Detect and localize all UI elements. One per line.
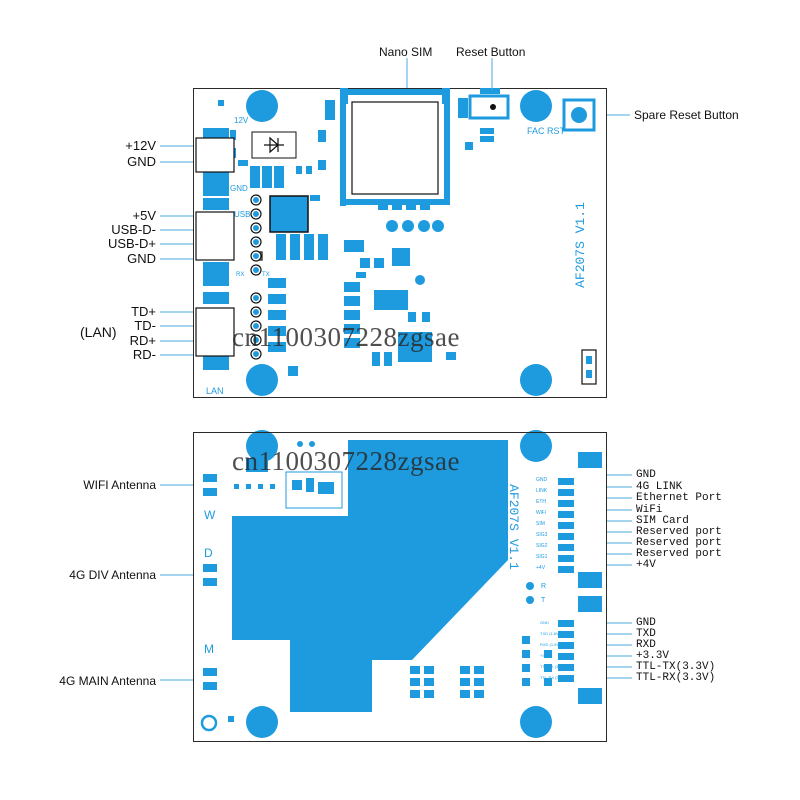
silk-lan: LAN [206, 386, 224, 396]
watermark-top: cn1100307228zgsae [232, 322, 460, 352]
led-silk: ETH [536, 499, 546, 505]
led-label-reserved-1: Reserved port [636, 526, 722, 538]
led-label-4g-link: 4G LINK [636, 481, 683, 493]
serial-silk: GND [540, 620, 549, 625]
serial-label-rxd: RXD [636, 639, 656, 651]
led-label-4v: +4V [636, 559, 656, 571]
led-silk: +4V [536, 565, 546, 571]
serial-label-3v3: +3.3V [636, 650, 670, 662]
usb-gnd-label: GND [127, 251, 156, 266]
top-model-label: AF207S V1.1 [572, 202, 588, 288]
serial-label-txd: TXD [636, 628, 656, 640]
usb-dplus-label: USB-D+ [107, 236, 156, 251]
led-label-reserved-2: Reserved port [636, 537, 722, 549]
led-label-gnd: GND [636, 469, 656, 481]
usb-dminus-label: USB-D- [111, 222, 156, 237]
led-silk: SIG1 [536, 554, 548, 560]
led-silk: LINK [536, 488, 548, 494]
silk-12v: 12V [234, 116, 249, 125]
led-label-sim: SIM Card [636, 515, 689, 527]
silk-gnd: GND [230, 184, 248, 193]
serial-silk: TTL-TX (3.3V) [540, 664, 566, 669]
serial-silk: TTL-RX (3.3V) [540, 675, 567, 680]
lan-tdplus-label: TD+ [131, 304, 156, 319]
mounting-hole [246, 364, 278, 396]
mounting-hole [246, 90, 278, 122]
serial-silk: TXD (1.8V) [540, 631, 561, 636]
silk-r: R [541, 583, 547, 590]
silk-m: M [204, 642, 214, 656]
led-silk: GND [536, 477, 548, 483]
silk-rx: RX [236, 272, 245, 278]
serial-silk: RXD (1.8V) [540, 642, 561, 647]
silk-d: D [204, 546, 213, 560]
lan-tdminus-label: TD- [134, 318, 156, 333]
led-label-wifi: WiFi [636, 504, 663, 516]
led-silk: SIG3 [536, 532, 548, 538]
power-gnd-label: GND [127, 154, 156, 169]
nano-sim-label: Nano SIM [379, 45, 433, 59]
bottom-model-label: AF207S V1.1 [505, 484, 521, 570]
usb-5v-label: +5V [132, 208, 157, 223]
silk-tx: TX [262, 272, 270, 278]
serial-label-ttl-rx: TTL-RX(3.3V) [636, 672, 716, 684]
led-label-ethernet: Ethernet Port [636, 492, 722, 504]
serial-label-gnd: GND [636, 617, 656, 629]
led-label-reserved-3: Reserved port [636, 548, 722, 560]
mounting-hole [520, 90, 552, 122]
spare-reset-button-label: Spare Reset Button [634, 108, 739, 122]
lan-group-label: (LAN) [80, 324, 117, 340]
mounting-hole [520, 364, 552, 396]
watermark-bottom: cn1100307228zgsae [232, 446, 460, 476]
wifi-antenna-label: WIFI Antenna [83, 478, 156, 492]
power-12v-label: +12V [125, 138, 156, 153]
serial-silk: +3.3V [540, 653, 551, 658]
silk-w: W [204, 508, 216, 522]
4g-div-antenna-label: 4G DIV Antenna [69, 568, 156, 582]
silk-fac-rst: FAC RST [527, 126, 566, 136]
lan-rdplus-label: RD+ [129, 333, 156, 348]
silk-usb: USB [234, 210, 251, 219]
led-silk: SIM [536, 521, 545, 527]
reset-button-label: Reset Button [456, 45, 526, 59]
led-silk: SIG2 [536, 543, 548, 549]
serial-label-ttl-tx: TTL-TX(3.3V) [636, 661, 716, 673]
led-silk: WiFi [536, 510, 546, 516]
4g-main-antenna-label: 4G MAIN Antenna [59, 674, 156, 688]
lan-rdminus-label: RD- [132, 347, 156, 362]
silk-t: T [541, 597, 546, 604]
bottom-board [193, 432, 607, 742]
